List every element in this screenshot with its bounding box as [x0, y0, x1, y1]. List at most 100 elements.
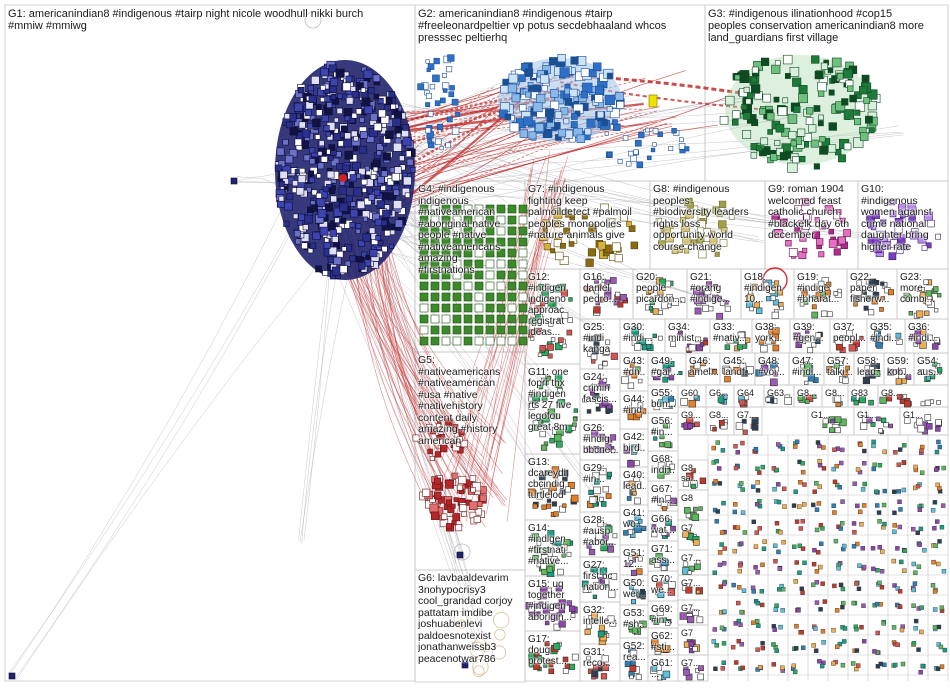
graph-node — [679, 331, 683, 335]
graph-node — [895, 218, 903, 226]
graph-node — [900, 213, 905, 218]
graph-node — [462, 662, 468, 668]
graph-node — [497, 216, 505, 224]
graph-node — [324, 96, 330, 102]
graph-node — [343, 83, 351, 91]
graph-node — [695, 564, 701, 570]
graph-node — [376, 235, 381, 240]
graph-node — [684, 507, 690, 513]
graph-node — [486, 271, 494, 279]
graph-node — [761, 138, 768, 145]
graph-node — [896, 333, 901, 338]
graph-node — [774, 367, 778, 371]
graph-node — [338, 94, 342, 98]
graph-node — [818, 463, 822, 467]
graph-node — [541, 296, 545, 300]
graph-node — [821, 311, 827, 317]
graph-node — [470, 476, 476, 482]
graph-node — [350, 174, 357, 181]
graph-node — [395, 167, 402, 174]
graph-node — [658, 336, 662, 340]
graph-node — [718, 550, 722, 554]
graph-node — [455, 524, 461, 530]
graph-node — [637, 569, 643, 575]
graph-node — [550, 89, 558, 97]
graph-node — [815, 569, 819, 573]
graph-node — [934, 308, 938, 312]
graph-node — [822, 640, 826, 644]
graph-node — [616, 92, 624, 100]
graph-node — [918, 508, 922, 512]
graph-node — [754, 565, 758, 569]
graph-node — [719, 420, 724, 425]
graph-node — [664, 469, 670, 475]
graph-node — [565, 664, 570, 669]
graph-node — [595, 86, 603, 94]
graph-node — [601, 204, 609, 212]
graph-node — [480, 495, 486, 501]
graph-node — [631, 242, 638, 249]
graph-node — [913, 582, 917, 586]
graph-node — [508, 238, 516, 246]
graph-node — [420, 205, 428, 213]
graph-node — [410, 167, 415, 172]
graph-node — [768, 129, 773, 134]
graph-node — [453, 293, 461, 301]
graph-node — [816, 550, 820, 554]
group-box-g38 — [752, 319, 790, 353]
graph-node — [721, 448, 725, 452]
graph-node — [626, 370, 631, 375]
graph-node — [783, 505, 787, 509]
graph-node — [854, 295, 860, 301]
graph-node — [838, 485, 842, 489]
graph-node — [538, 353, 542, 357]
graph-node — [920, 292, 926, 298]
graph-node — [508, 216, 516, 224]
graph-node — [838, 289, 842, 293]
graph-node — [909, 215, 916, 222]
graph-node — [838, 237, 845, 244]
graph-node — [464, 293, 472, 301]
graph-node — [431, 249, 439, 257]
graph-node — [552, 502, 557, 507]
graph-node — [920, 329, 926, 335]
graph-node — [427, 68, 431, 72]
graph-node — [757, 146, 762, 151]
graph-node — [835, 417, 841, 423]
graph-node — [512, 94, 520, 102]
graph-node — [713, 667, 717, 671]
graph-node — [895, 546, 899, 550]
graph-node — [573, 417, 577, 421]
graph-node — [632, 628, 638, 634]
graph-node — [605, 132, 609, 136]
graph-node — [795, 227, 800, 232]
graph-node — [562, 554, 566, 558]
graph-node — [865, 370, 872, 377]
graph-node — [926, 299, 932, 305]
graph-node — [697, 617, 703, 623]
graph-node — [910, 232, 917, 239]
graph-node — [715, 459, 719, 463]
graph-node — [757, 471, 761, 475]
graph-node — [562, 470, 568, 476]
graph-node — [800, 302, 804, 306]
graph-node — [571, 57, 578, 64]
graph-node — [780, 219, 787, 226]
graph-node — [654, 497, 658, 501]
graph-node — [661, 530, 666, 535]
graph-node — [582, 581, 588, 587]
graph-node — [695, 422, 700, 427]
graph-node — [627, 460, 634, 467]
graph-node — [703, 340, 708, 345]
graph-node — [341, 126, 347, 132]
graph-node — [426, 93, 431, 98]
graph-node — [420, 315, 428, 323]
graph-node — [519, 227, 527, 235]
graph-node — [547, 499, 551, 503]
graph-node — [898, 605, 902, 609]
graph-node — [596, 398, 601, 403]
graph-node — [713, 427, 717, 431]
graph-node — [658, 132, 663, 137]
graph-node — [819, 281, 824, 286]
graph-node — [592, 671, 598, 677]
